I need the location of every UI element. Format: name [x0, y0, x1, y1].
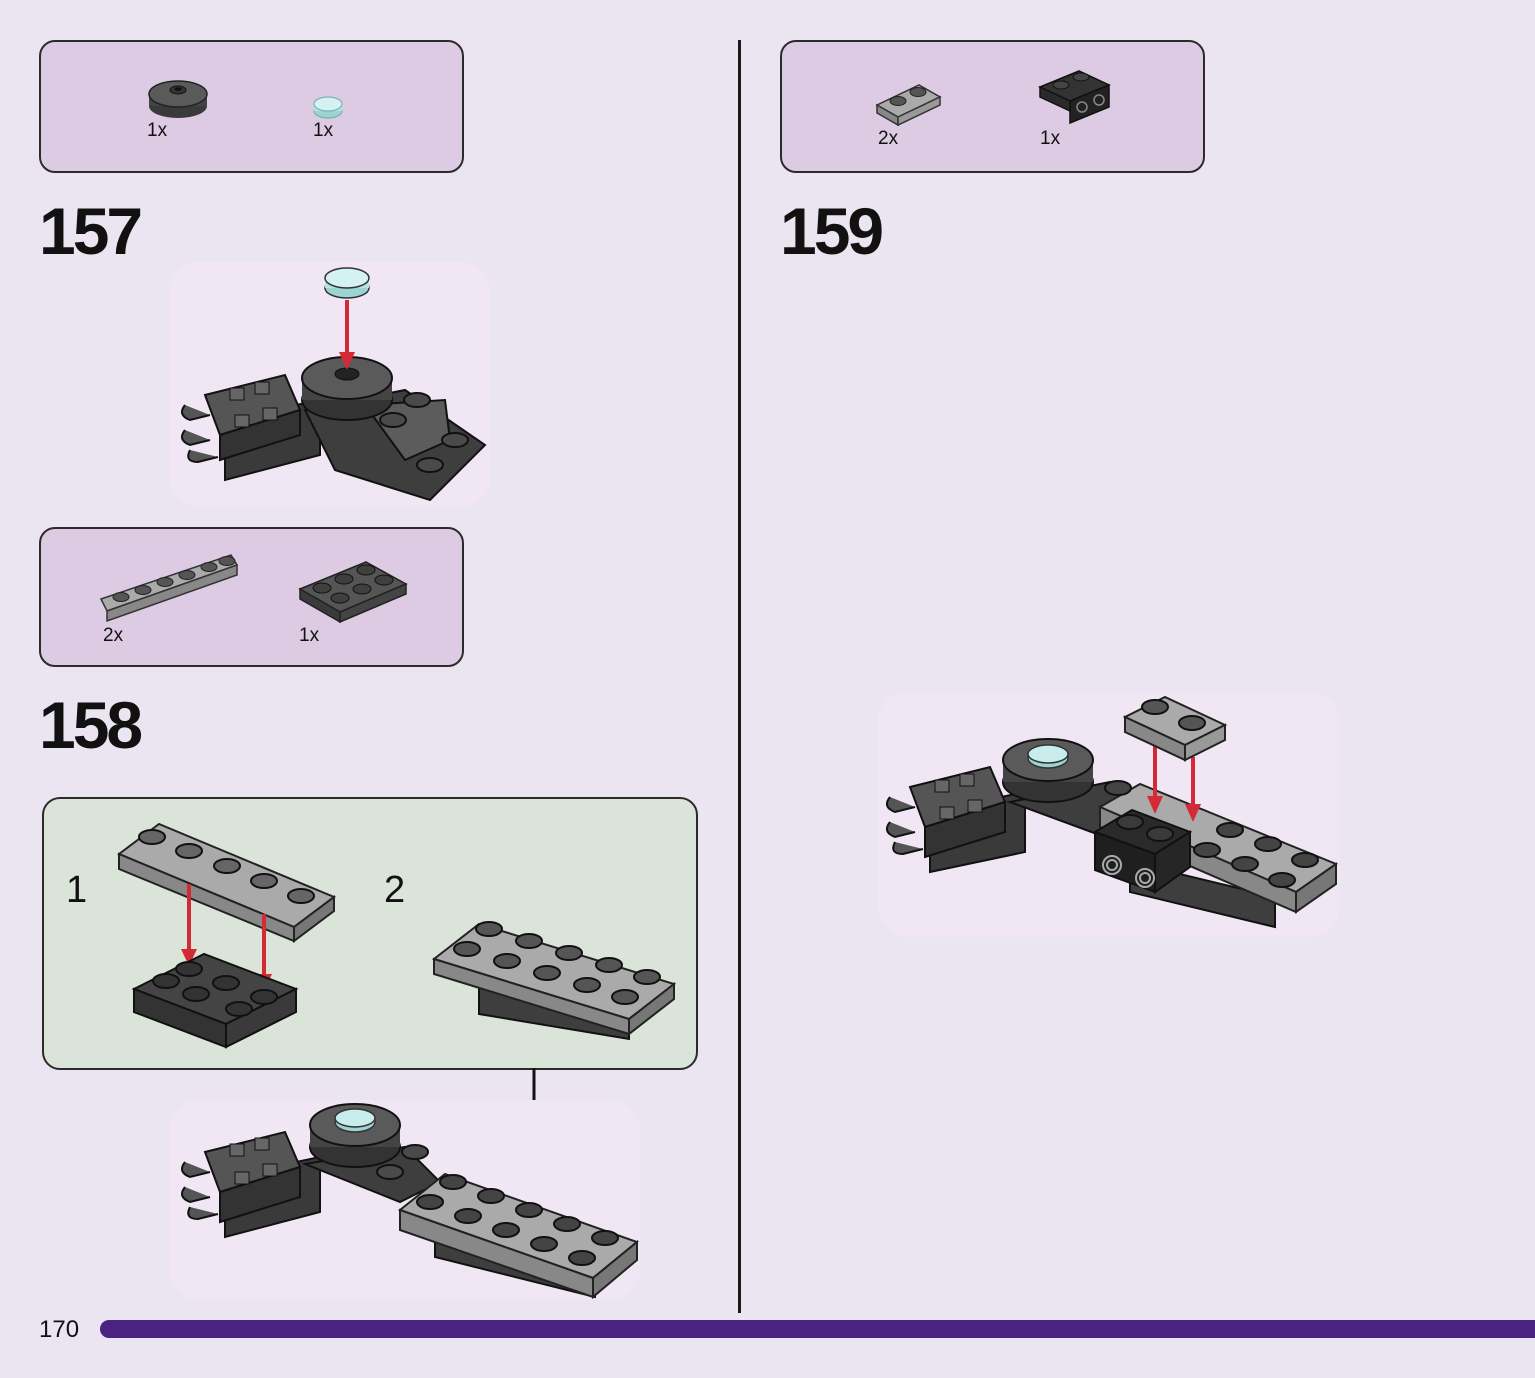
plate-2x3-part-icon	[298, 561, 408, 624]
part-qty: 1x	[147, 120, 168, 141]
part-qty: 1x	[1040, 128, 1061, 149]
submodel-box: 1 2	[42, 797, 698, 1070]
substep-2-illustration	[431, 921, 677, 1041]
assembly-step-158	[180, 1103, 640, 1300]
column-divider	[738, 40, 741, 1313]
part-qty: 1x	[299, 625, 320, 646]
step-number-159: 159	[780, 194, 884, 268]
assembly-step-157	[180, 267, 487, 502]
substep-number-1: 1	[66, 869, 88, 911]
parts-box-step-157: 1x 1x	[39, 40, 464, 173]
page-number: 170	[39, 1316, 80, 1343]
plate-1x2-part-icon	[875, 84, 942, 127]
bracket-part-icon	[1038, 70, 1111, 125]
round-tile-part-icon	[313, 96, 343, 119]
round-plate-part-icon	[148, 80, 208, 118]
parts-box-step-158: 2x 1x	[39, 527, 464, 667]
plate-1x6-part-icon	[99, 554, 239, 623]
parts-box-step-159: 2x 1x	[780, 40, 1205, 173]
substep-number-2: 2	[384, 869, 406, 911]
part-qty: 2x	[878, 128, 899, 149]
step-number-157: 157	[39, 194, 143, 268]
progress-bar	[100, 1320, 1535, 1338]
part-qty: 2x	[103, 625, 124, 646]
substep-1-illustration	[117, 822, 336, 1049]
part-qty: 1x	[313, 120, 334, 141]
assembly-step-159	[885, 695, 1339, 929]
step-number-158: 158	[39, 688, 143, 762]
